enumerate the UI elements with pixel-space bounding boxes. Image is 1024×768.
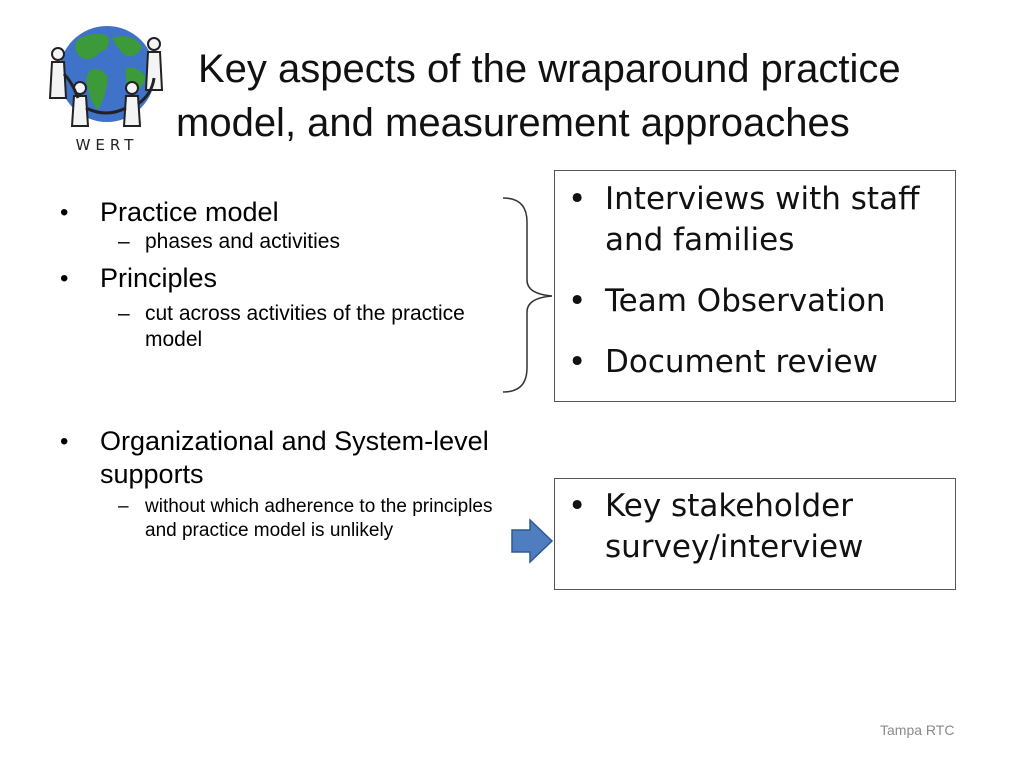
measurement-box-1: • Interviews with staff and families • T… bbox=[554, 170, 956, 402]
right-arrow-icon bbox=[511, 518, 554, 564]
list-item: • Organizational and System-level suppor… bbox=[60, 426, 489, 489]
wert-logo: WERT bbox=[42, 18, 172, 158]
measurement-box-2: • Key stakeholder survey/interview bbox=[554, 478, 956, 590]
sub-list-item: – without which adherence to the princip… bbox=[118, 496, 493, 541]
bullet-icon: • bbox=[568, 344, 587, 380]
list-item: • Principles bbox=[60, 263, 218, 293]
list-item: • Practice model bbox=[60, 197, 279, 227]
title-line-2: model, and measurement approaches bbox=[176, 101, 850, 145]
bullet-icon: • bbox=[568, 283, 587, 319]
left-bullet-list: • Practice model – phases and activities… bbox=[58, 196, 498, 543]
sub-list-item: – phases and activities bbox=[118, 230, 340, 253]
bullet-icon: • bbox=[60, 265, 69, 292]
bullet-icon: • bbox=[568, 181, 587, 217]
title-line-1: Key aspects of the wraparound practice bbox=[198, 47, 901, 91]
box-list-item: • Interviews with staff and families bbox=[568, 181, 920, 258]
curly-brace bbox=[502, 197, 553, 393]
footer-text: Tampa RTC bbox=[880, 722, 955, 738]
bullet-icon: • bbox=[60, 428, 69, 455]
bullet-icon: • bbox=[568, 488, 587, 524]
box-list-item: • Key stakeholder survey/interview bbox=[568, 488, 864, 565]
logo-text: WERT bbox=[75, 136, 139, 154]
globe-icon bbox=[48, 26, 164, 127]
box-list-item: • Document review bbox=[555, 342, 955, 383]
box-list-item: • Team Observation bbox=[555, 281, 955, 322]
bullet-icon: • bbox=[60, 199, 69, 226]
slide-title: Key aspects of the wraparound practice m… bbox=[176, 42, 956, 150]
sub-list-item: – cut across activities of the practice … bbox=[118, 302, 465, 351]
